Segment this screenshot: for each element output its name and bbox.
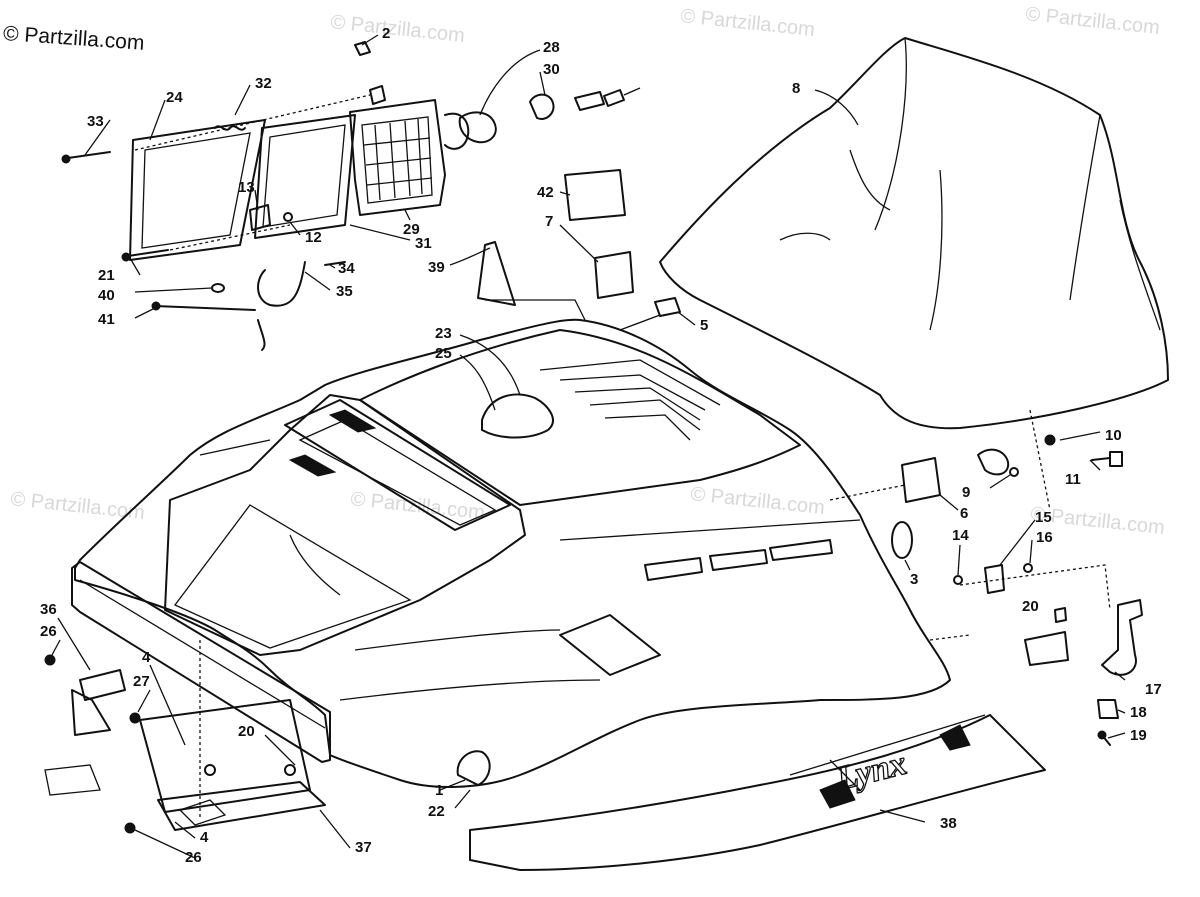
callout-38: 38: [940, 815, 957, 832]
callout-2: 2: [382, 25, 390, 42]
callout-31: 31: [415, 235, 432, 252]
callout-39: 39: [428, 259, 445, 276]
callout-3: 3: [910, 571, 918, 588]
callout-23: 23: [435, 325, 452, 342]
watermark-top-1: © Partzilla.com: [329, 11, 465, 47]
callout-11: 11: [1065, 471, 1081, 488]
callout-40: 40: [98, 287, 115, 304]
callout-4-top: 4: [142, 649, 151, 666]
callout-36: 36: [40, 601, 57, 618]
callout-35: 35: [336, 283, 353, 300]
callout-16: 16: [1036, 529, 1053, 546]
callout-26-bottom: 26: [185, 849, 202, 866]
callout-27: 27: [133, 673, 150, 690]
callout-4-bottom: 4: [200, 829, 209, 846]
callout-26-top: 26: [40, 623, 57, 640]
callout-24: 24: [166, 89, 183, 106]
lynx-decal-text: Lynx: [832, 745, 910, 798]
hood: [71, 318, 951, 788]
callout-10: 10: [1105, 427, 1122, 444]
callout-labels: 2 28 30 8 32 24 33 13 12 29 31 42 7 39 2…: [40, 25, 1162, 866]
windshield: [659, 37, 1169, 430]
callout-7: 7: [545, 213, 553, 230]
callout-19: 19: [1130, 727, 1147, 744]
callout-18: 18: [1130, 704, 1147, 721]
side-decal: Lynx: [469, 714, 1046, 871]
callout-8: 8: [792, 80, 800, 97]
callout-41: 41: [98, 311, 115, 328]
watermark-mid-3: © Partzilla.com: [689, 483, 825, 519]
callout-25: 25: [435, 345, 452, 362]
watermark-top-3: © Partzilla.com: [1024, 3, 1160, 39]
callout-5: 5: [700, 317, 708, 334]
callout-34: 34: [338, 260, 355, 277]
callout-6: 6: [960, 505, 968, 522]
callout-30: 30: [543, 61, 560, 78]
callout-22: 22: [428, 803, 445, 820]
callout-32: 32: [255, 75, 272, 92]
callout-20-left: 20: [238, 723, 255, 740]
callout-14: 14: [952, 527, 969, 544]
callout-1: 1: [435, 782, 443, 799]
callout-37: 37: [355, 839, 372, 856]
callout-13: 13: [238, 179, 255, 196]
callout-17: 17: [1145, 681, 1162, 698]
watermark-mid-1: © Partzilla.com: [9, 488, 145, 524]
watermark-top-2: © Partzilla.com: [679, 5, 815, 41]
leader-lines: [51, 34, 1126, 859]
repeat-watermarks: © Partzilla.com © Partzilla.com © Partzi…: [9, 3, 1165, 539]
callout-20-right: 20: [1022, 598, 1039, 615]
callout-21: 21: [98, 267, 115, 284]
small-parts: [44, 169, 1143, 834]
callout-15: 15: [1035, 509, 1052, 526]
callout-29: 29: [403, 221, 420, 238]
callout-28: 28: [543, 39, 560, 56]
callout-42: 42: [537, 184, 554, 201]
callout-9: 9: [962, 484, 970, 501]
callout-12: 12: [305, 229, 322, 246]
callout-33: 33: [87, 113, 104, 130]
